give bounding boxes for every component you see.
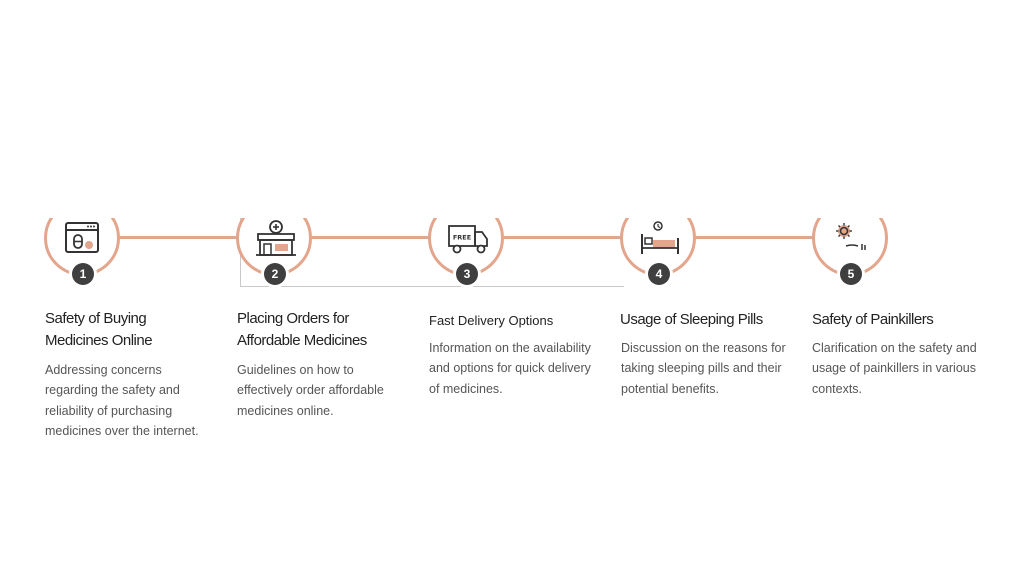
connector-line <box>312 236 432 239</box>
virus-hand-icon <box>836 223 866 250</box>
step-1: 1 <box>44 200 204 292</box>
step-title: Safety of Painkillers <box>812 311 934 328</box>
step-number-badge: 1 <box>72 263 94 285</box>
step-number-badge: 5 <box>840 263 862 285</box>
free-delivery-truck-icon: FREE <box>448 225 488 254</box>
step-description: Information on the availability and opti… <box>429 341 591 396</box>
step-number-badge: 4 <box>648 263 670 285</box>
step-title: Fast Delivery Options <box>429 313 554 328</box>
step-5: 5 <box>812 200 972 292</box>
step-description: Discussion on the reasons for taking sle… <box>621 341 786 396</box>
frame-line <box>240 286 624 287</box>
step-circle <box>236 218 320 284</box>
step-number-badge: 2 <box>264 263 286 285</box>
connector-line <box>120 236 240 239</box>
truck-free-label: FREE <box>453 234 471 242</box>
step-4: 4 <box>620 200 780 292</box>
step-number-badge: 3 <box>456 263 478 285</box>
step-title: Usage of Sleeping Pills <box>620 311 763 328</box>
pharmacy-store-icon <box>256 220 296 256</box>
connector-line <box>504 236 624 239</box>
step-2: 2 <box>236 200 396 292</box>
step-ring <box>236 218 312 276</box>
step-title: Safety of Buying Medicines Online <box>45 310 153 349</box>
step-description: Addressing concerns regarding the safety… <box>45 363 199 438</box>
step-3: FREE 3 <box>428 200 588 292</box>
step-title: Placing Orders for Affordable Medicines <box>237 310 367 349</box>
browser-pill-icon <box>65 222 99 253</box>
bed-clock-icon <box>641 221 679 254</box>
step-description: Clarification on the safety and usage of… <box>812 341 977 396</box>
step-description: Guidelines on how to effectively order a… <box>237 363 384 418</box>
connector-line <box>694 236 816 239</box>
